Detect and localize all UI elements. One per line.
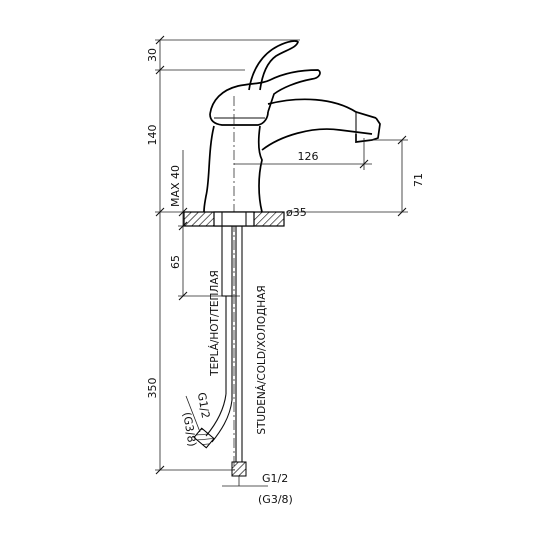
dim-spout-height: 71: [412, 173, 425, 187]
dim-body-height: 140: [146, 125, 159, 146]
dim-top-handle: 30: [146, 48, 159, 62]
dim-base-diameter: ø35: [286, 206, 307, 219]
deck-mounting: [183, 211, 285, 227]
hot-thread-alt-label: (G3/8): [180, 411, 199, 448]
cold-thread-alt-label: (G3/8): [258, 493, 293, 506]
cold-hose: [231, 226, 247, 486]
cold-hose-label: STUDENÁ/COLD/ХОЛОДНАЯ: [255, 285, 268, 434]
dim-spout-reach: 126: [298, 150, 319, 163]
hot-thread-callout: [185, 395, 201, 433]
hot-hose: [193, 225, 233, 449]
hot-thread-label: G1/2: [195, 391, 212, 419]
spout-reach-dimension: [234, 138, 372, 170]
cold-thread-label: G1/2: [262, 472, 288, 485]
faucet-body: [203, 40, 381, 470]
hot-hose-label: TEPLÁ/HOT/ТЕПЛАЯ: [208, 270, 221, 377]
vertical-dimension-chain: [155, 35, 300, 475]
dim-max-deck: MAX 40: [169, 165, 182, 207]
dim-hose-split: 65: [169, 255, 182, 269]
dim-total-length: 350: [146, 378, 159, 399]
spout-height-dimension: [286, 135, 408, 217]
